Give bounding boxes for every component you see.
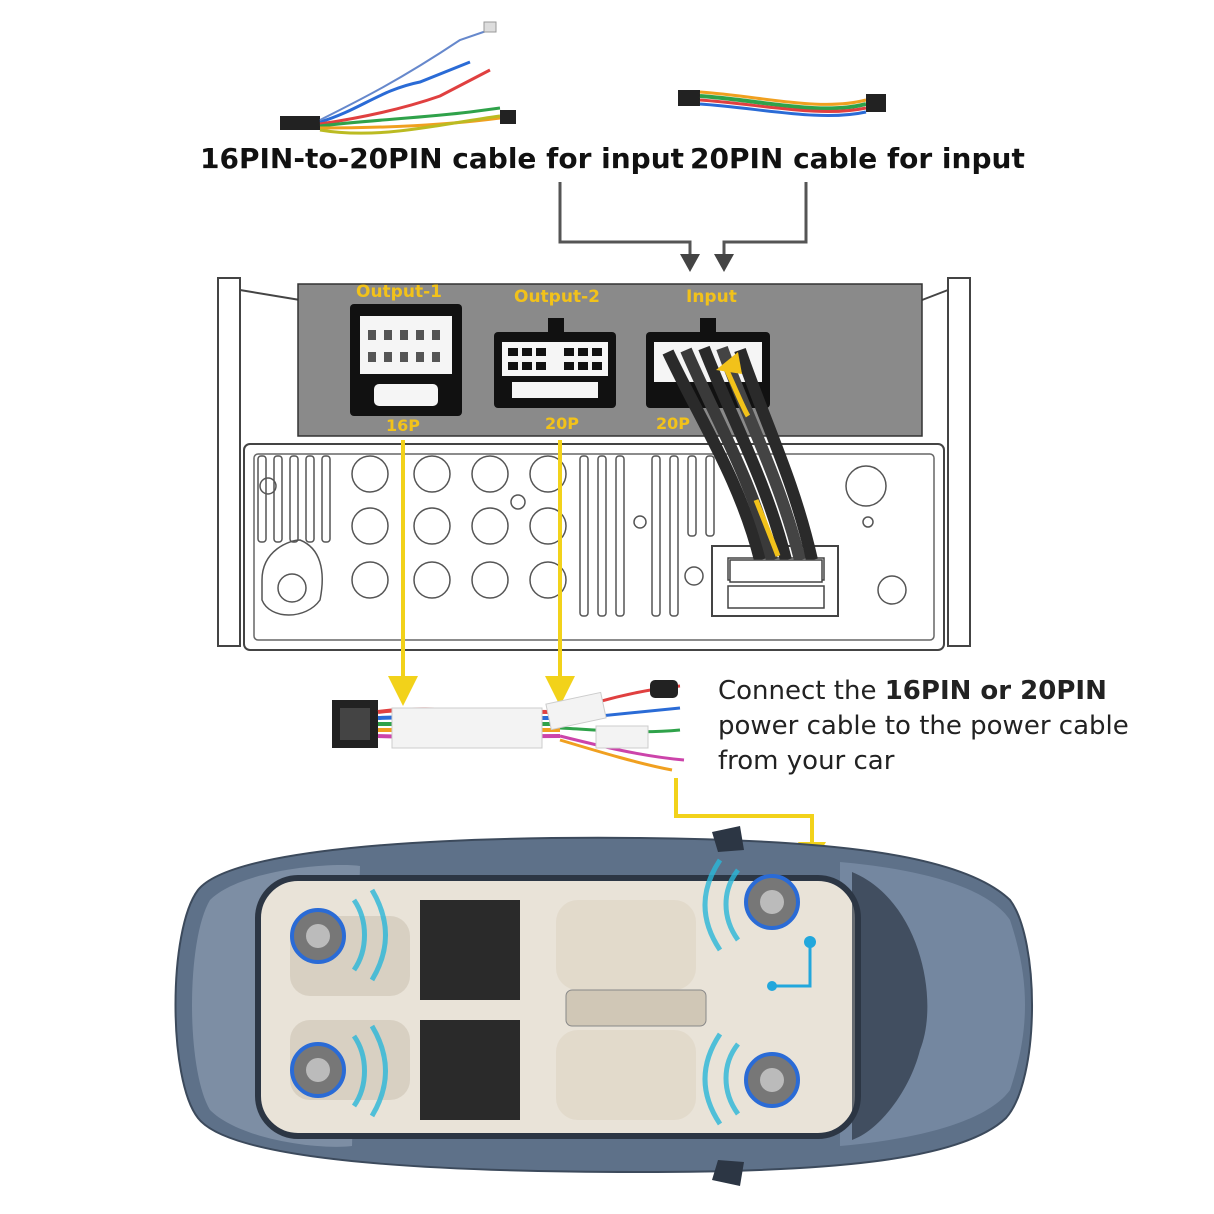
connection-note: Connect the 16PIN or 20PIN power cable t… xyxy=(718,674,1148,779)
cable-20-image xyxy=(678,90,886,118)
note-rest: power cable to the power cable from your… xyxy=(718,711,1129,776)
cable-16-to-20-image xyxy=(280,21,516,135)
yellow-arrow-16p xyxy=(388,440,418,706)
yellow-arrow-20p xyxy=(545,440,575,706)
label-16p: 16P xyxy=(386,416,420,435)
label-20p-input: 20P xyxy=(656,414,690,433)
label-input: Input xyxy=(686,287,737,307)
label-output-2: Output-2 xyxy=(514,287,600,307)
output-2-port xyxy=(494,318,616,408)
label-20p-output: 20P xyxy=(545,414,579,433)
label-output-1: Output-1 xyxy=(356,282,442,302)
caption-20-cable: 20PIN cable for input xyxy=(690,142,1025,175)
note-bold: 16PIN or 20PIN xyxy=(884,676,1107,706)
output-1-port xyxy=(350,304,462,416)
input-bracket-lines xyxy=(558,182,808,272)
note-prefix: Connect the xyxy=(718,676,885,706)
caption-16-to-20-cable: 16PIN-to-20PIN cable for input xyxy=(200,142,685,175)
car-image xyxy=(174,826,1033,1186)
input-cable-bundle xyxy=(662,345,823,583)
power-harness-image xyxy=(332,680,685,772)
